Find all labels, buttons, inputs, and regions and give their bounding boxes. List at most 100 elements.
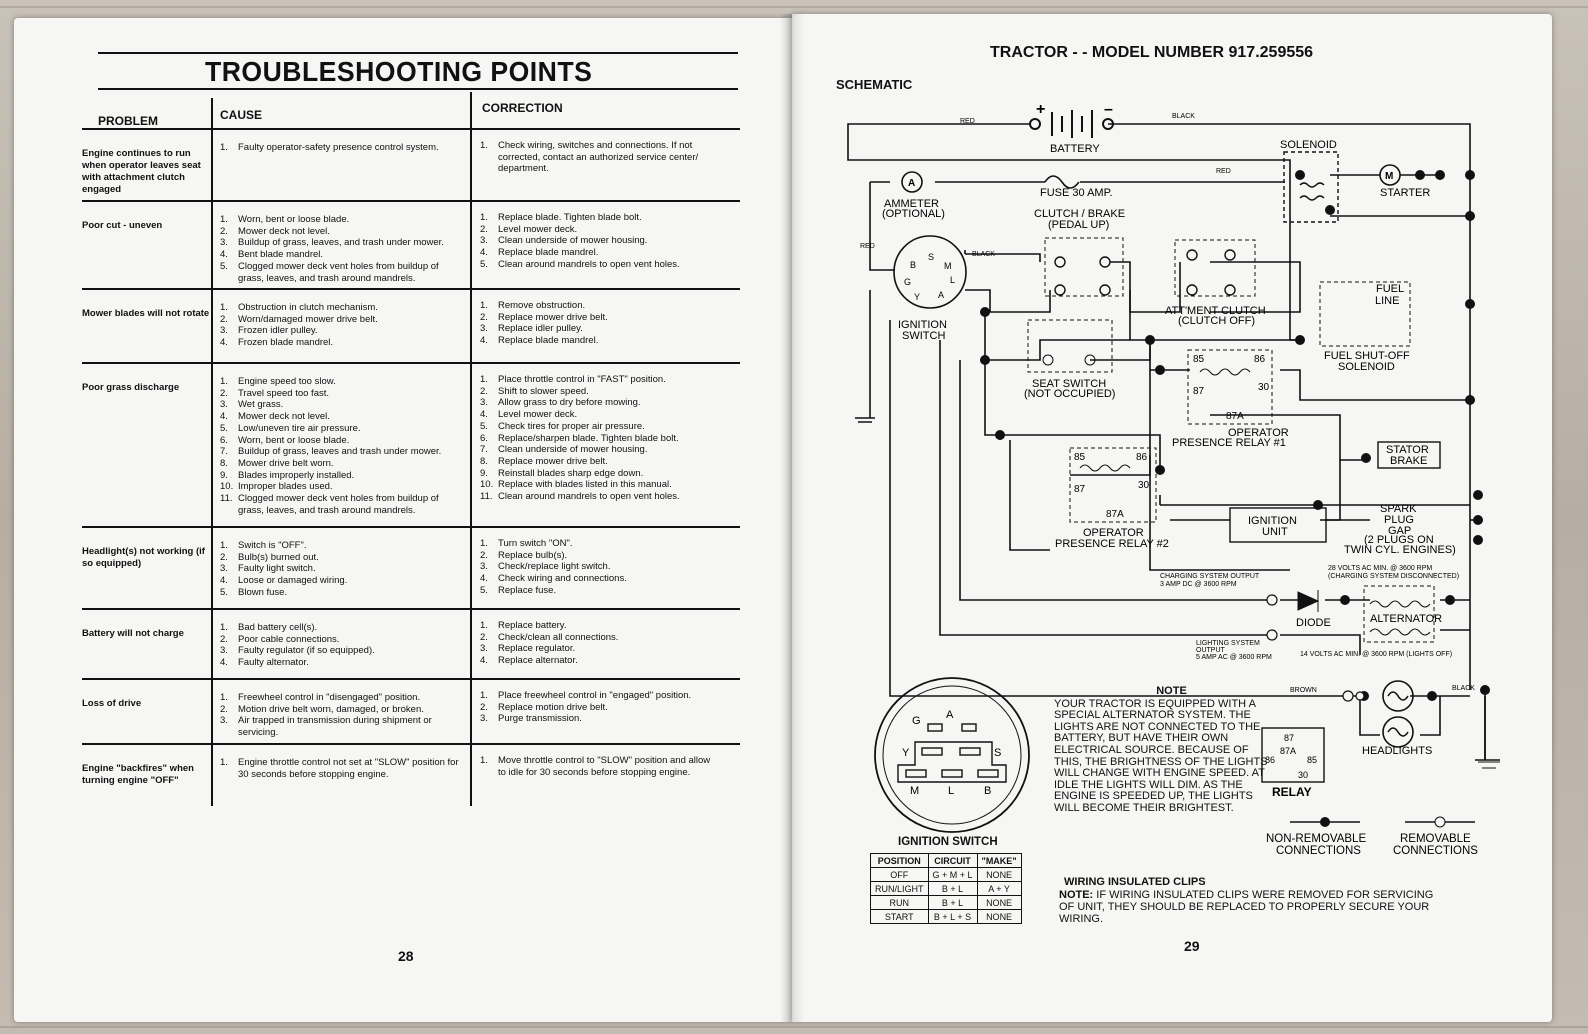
r1-86: 86: [1254, 354, 1266, 365]
seat-switch-symbol: [1027, 319, 1113, 373]
wire-red-label-3: RED: [860, 243, 875, 250]
cause-item: 9.Blades improperly installed.: [220, 470, 465, 482]
item-text: Clean around mandrels to open vent holes…: [498, 258, 680, 270]
column-rule-correction: [470, 92, 472, 804]
item-number: 3.: [480, 643, 488, 655]
correction-item: 3.Replace regulator.: [480, 643, 720, 655]
item-number: 2.: [220, 703, 228, 715]
clutch-label-1: CLUTCH / BRAKE: [1034, 208, 1125, 220]
cause-item: 4.Frozen blade mandrel.: [220, 337, 465, 349]
fuse-label: FUSE 30 AMP.: [1040, 187, 1113, 199]
relay-legend-86: 86: [1265, 755, 1275, 765]
correction-item: 5.Clean around mandrels to open vent hol…: [480, 259, 720, 271]
r2-85: 85: [1074, 452, 1086, 463]
solenoid-symbol: [1283, 151, 1339, 223]
relay-legend-87a: 87A: [1280, 746, 1296, 756]
clips-note: NOTE: IF WIRING INSULATED CLIPS WERE REM…: [1059, 889, 1439, 925]
correction-item: 8.Replace mower drive belt.: [480, 456, 720, 468]
ignition-label-1: IGNITION: [898, 319, 947, 331]
item-number: 1.: [480, 374, 488, 385]
note-title: NOTE: [1156, 685, 1187, 697]
item-number: 1.: [480, 690, 488, 701]
battery-symbol: [1029, 110, 1114, 138]
battery-minus: –: [1104, 101, 1113, 118]
headlights-label: HEADLIGHTS: [1362, 745, 1432, 757]
item-number: 3.: [220, 645, 228, 657]
item-number: 3.: [220, 325, 228, 337]
volts28-label-2: (CHARGING SYSTEM DISCONNECTED): [1328, 573, 1459, 580]
fuel-label-1: FUEL: [1376, 283, 1404, 295]
cause-list: 1.Freewheel control in "disengaged" posi…: [220, 692, 465, 739]
cause-item: 4.Bent blade mandrel.: [220, 249, 465, 261]
item-number: 7.: [220, 446, 228, 458]
header-rule: [98, 88, 738, 90]
item-text: Bent blade mandrel.: [238, 249, 324, 261]
item-text: Mower deck not level.: [238, 411, 330, 423]
item-number: 1.: [480, 212, 488, 223]
r1-87a: 87A: [1226, 411, 1244, 422]
cause-list: 1.Bad battery cell(s).2.Poor cable conne…: [220, 622, 465, 669]
item-number: 3.: [480, 397, 488, 409]
cause-item: 2.Mower deck not level.: [220, 226, 465, 238]
correction-item: 3.Clean underside of mower housing.: [480, 235, 720, 247]
item-text: Worn/damaged mower drive belt.: [238, 313, 378, 325]
table-bottom: [470, 804, 472, 806]
correction-list: 1.Turn switch "ON".2.Replace bulb(s).3.C…: [480, 538, 720, 597]
cause-item: 2.Motion drive belt worn, damaged, or br…: [220, 704, 465, 716]
ignition-unit-symbol: [1229, 507, 1327, 543]
item-text: Faulty alternator.: [238, 657, 309, 669]
face-a: A: [946, 709, 954, 721]
item-text: Frozen blade mandrel.: [238, 337, 334, 349]
item-text: Obstruction in clutch mechanism.: [238, 302, 378, 313]
item-number: 2.: [480, 385, 488, 397]
item-text: Improper blades used.: [238, 481, 333, 493]
item-number: 6.: [480, 432, 488, 444]
ignition-table-cell: RUN/LIGHT: [870, 881, 929, 896]
fuel-solenoid-label-2: SOLENOID: [1338, 361, 1395, 373]
cause-item: 7.Buildup of grass, leaves and trash und…: [220, 446, 465, 458]
item-number: 4.: [220, 411, 228, 423]
item-number: 1.: [220, 622, 228, 633]
correction-item: 5.Check tires for proper air pressure.: [480, 421, 720, 433]
correction-item: 1.Check wiring, switches and connections…: [480, 140, 720, 175]
relay-2-symbol: [1069, 447, 1157, 523]
alternator-symbol: [1363, 585, 1435, 643]
problem-cell: Engine "backfires" when turning engine "…: [82, 763, 194, 786]
correction-item: 9.Reinstall blades sharp edge down.: [480, 468, 720, 480]
item-text: Replace motion drive belt.: [498, 701, 608, 713]
correction-item: 6.Replace/sharpen blade. Tighten blade b…: [480, 433, 720, 445]
item-text: Place freewheel control in "engaged" pos…: [498, 690, 692, 701]
face-s: S: [994, 747, 1001, 759]
stator-label-1: STATOR: [1386, 444, 1429, 456]
removable-label-2: CONNECTIONS: [1393, 845, 1478, 857]
seat-label-1: SEAT SWITCH: [1032, 378, 1106, 390]
term-g: G: [904, 277, 911, 287]
page-title: TROUBLESHOOTING POINTS: [205, 56, 593, 87]
note-text: YOUR TRACTOR IS EQUIPPED WITH A SPECIAL …: [1054, 697, 1268, 814]
item-text: Clean around mandrels to open vent holes…: [498, 491, 680, 503]
item-text: Level mower deck.: [498, 409, 578, 421]
correction-item: 3.Allow grass to dry before mowing.: [480, 397, 720, 409]
non-removable-label-2: CONNECTIONS: [1276, 845, 1361, 857]
cause-item: 3.Wet grass.: [220, 399, 465, 411]
item-text: Replace mower drive belt.: [498, 455, 608, 467]
clips-note-label: NOTE:: [1059, 889, 1094, 901]
fuel-label-2: LINE: [1375, 295, 1399, 307]
item-number: 5.: [220, 422, 228, 434]
problem-cell: Mower blades will not rotate: [82, 308, 210, 319]
item-text: Travel speed too fast.: [238, 387, 330, 399]
item-number: 2.: [480, 701, 488, 713]
item-number: 9.: [220, 469, 228, 481]
schematic-label: SCHEMATIC: [836, 77, 913, 92]
r1-85: 85: [1193, 354, 1205, 365]
ignition-switch-symbol: [893, 235, 967, 309]
correction-item: 2.Replace bulb(s).: [480, 550, 720, 562]
ignition-switch-face: [874, 677, 1030, 833]
correction-item: 2.Check/clean all connections.: [480, 632, 720, 644]
item-text: Bulb(s) burned out.: [238, 551, 319, 563]
header-problem: PROBLEM: [98, 114, 158, 128]
cause-item: 3.Frozen idler pulley.: [220, 325, 465, 337]
item-text: Replace mower drive belt.: [498, 311, 608, 323]
